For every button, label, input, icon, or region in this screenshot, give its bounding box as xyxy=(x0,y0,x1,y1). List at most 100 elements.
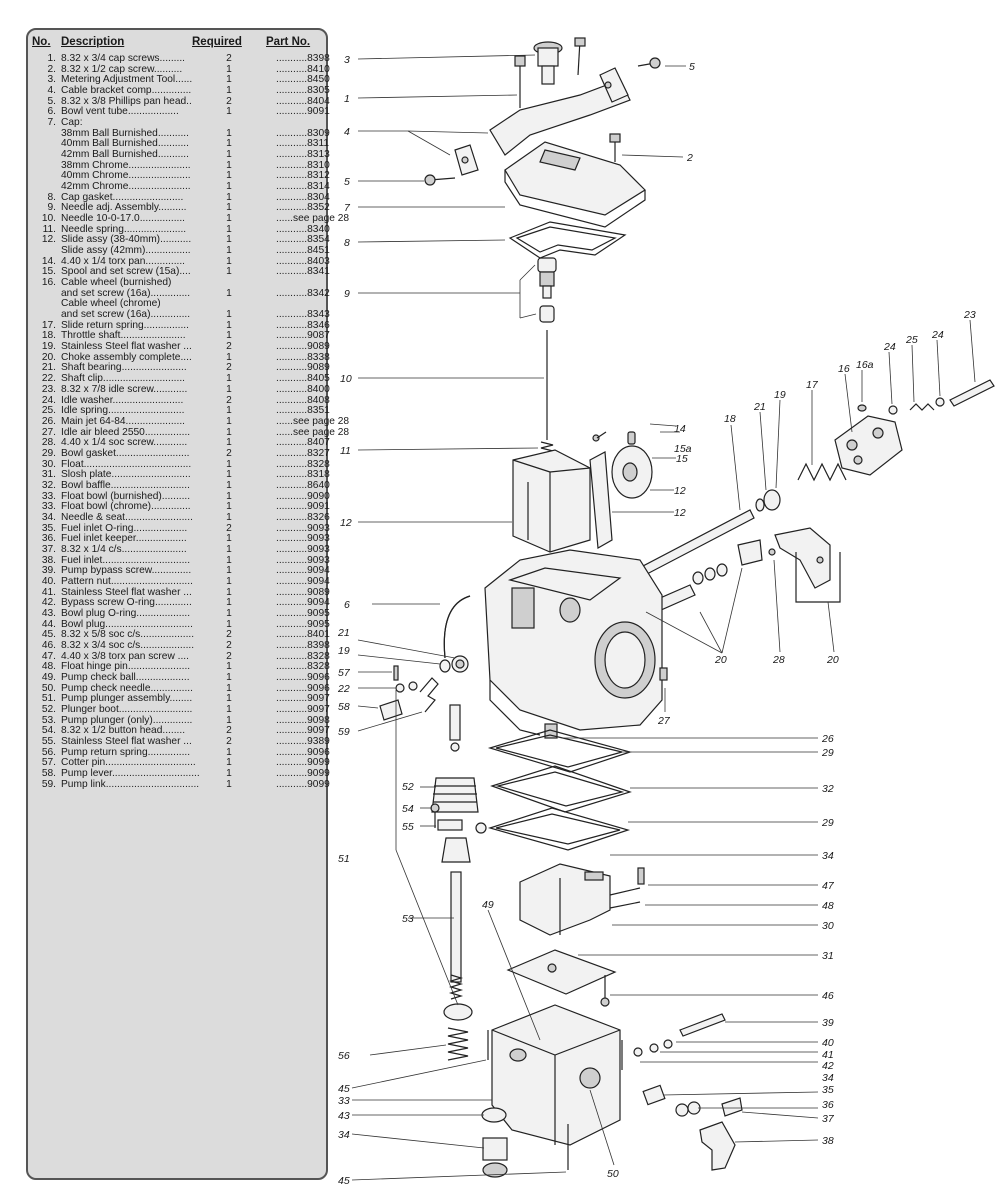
parts-list-row: 41.Stainless Steel flat washer ...1.....… xyxy=(32,587,330,599)
callout-label: 3 xyxy=(344,54,350,66)
part-description: Pump check ball................... xyxy=(61,671,190,683)
part-description: 4.40 x 3/8 torx pan screw .... xyxy=(61,650,189,662)
exploded-diagram: 3 5 1 4 2 5 7 8 9 23 24 24 25 16a 16 17 … xyxy=(337,37,995,1187)
part-description: 8.32 x 3/4 soc c/s................... xyxy=(61,639,195,651)
part-number-index: 58. xyxy=(41,768,56,780)
part-description: Slide assy (38-40mm)........... xyxy=(61,234,192,246)
part-quantity: 2 xyxy=(226,394,232,406)
part-number: ...........9099 xyxy=(276,757,330,769)
parts-list-row: 46. 8.32 x 3/4 soc c/s...................… xyxy=(32,639,330,652)
part-number-index: 1. xyxy=(47,53,57,64)
part-description: Bowl baffle............................ xyxy=(61,479,190,491)
part-quantity: 2 xyxy=(226,639,232,651)
part-quantity: 1 xyxy=(226,405,232,417)
part-description: Cable bracket comp.............. xyxy=(61,85,192,97)
bowl-plug xyxy=(481,1107,569,1178)
part-quantity: 1 xyxy=(226,85,232,97)
part-quantity: 2 xyxy=(226,341,232,353)
callout-label: 7 xyxy=(344,202,351,214)
part-number: ...........9089 xyxy=(276,362,330,374)
header-part-no: Part No. xyxy=(266,36,311,48)
fuel-inlet-parts xyxy=(633,1013,743,1171)
part-number-index: 59. xyxy=(41,778,56,790)
part-quantity: 1 xyxy=(226,415,232,427)
part-description: Fuel inlet keeper.................. xyxy=(61,533,187,545)
shaft-bearing-washer xyxy=(439,655,469,673)
part-number-index: 33. xyxy=(41,490,56,502)
part-number-index: 24. xyxy=(41,394,56,406)
callout-label: 46 xyxy=(822,990,834,1002)
part-description: 4.40 x 1/4 soc screw............ xyxy=(61,437,188,449)
part-description: Pump plunger (only).............. xyxy=(61,714,193,726)
part-description: Float hinge pin...................... xyxy=(61,661,191,673)
parts-list-row: 48.Float hinge pin......................… xyxy=(32,661,330,673)
part-quantity: 1 xyxy=(226,618,232,630)
parts-list-row: 25.Idle spring..........................… xyxy=(32,405,330,417)
part-description: Fuel inlet O-ring................... xyxy=(61,522,188,534)
part-number-index: 2. xyxy=(47,63,57,75)
part-description: Float...................................… xyxy=(61,458,192,470)
part-description: 38mm Ball Burnished........... xyxy=(61,127,189,139)
part-number-index: 37. xyxy=(41,543,56,555)
part-description: Needle 10-0-17.0................ xyxy=(61,213,186,225)
part-quantity: 1 xyxy=(226,351,232,363)
parts-list-row: 42mm Ball Burnished...........1.........… xyxy=(32,149,330,161)
part-number: ...........8327 xyxy=(276,447,330,459)
part-quantity: 2 xyxy=(226,522,232,534)
part-number: ...........9094 xyxy=(276,597,330,609)
parts-list-row: 33.Float bowl (burnished)..........1....… xyxy=(32,490,330,503)
part-description: 8.32 x 3/8 Phillips pan head.. xyxy=(61,95,192,107)
callout-label: 34 xyxy=(822,850,834,862)
part-description: Slosh plate............................ xyxy=(61,469,191,481)
part-description: Choke assembly complete.... xyxy=(61,351,192,363)
part-description: Stainless Steel flat washer ... xyxy=(61,736,192,747)
callout-label: 35 xyxy=(822,1084,834,1096)
part-number: ...........8314 xyxy=(276,181,330,193)
bowl-gaskets-baffle xyxy=(487,729,633,851)
part-description: 42mm Ball Burnished........... xyxy=(61,149,189,161)
part-number: ...........9096 xyxy=(276,671,330,683)
parts-list-row: 1.8.32 x 3/4 cap screws.........2.......… xyxy=(32,53,330,65)
carburetor-body xyxy=(484,549,663,739)
parts-list-row: 30.Float................................… xyxy=(32,458,330,471)
parts-list-row: 52.Plunger boot.........................… xyxy=(32,704,330,716)
parts-list-row: 23.8.32 x 7/8 idle screw............1...… xyxy=(32,384,330,396)
part-number-index: 54. xyxy=(41,725,56,737)
part-description: Idle air bleed 2550................ xyxy=(61,426,191,438)
callout-label: 31 xyxy=(822,950,834,962)
pump-plunger-assembly xyxy=(430,704,487,1061)
parts-list-row: 56.Pump return spring...............1...… xyxy=(32,747,330,759)
part-quantity: 1 xyxy=(226,693,232,705)
callout-label: 24 xyxy=(931,329,944,341)
callout-label: 16a xyxy=(856,359,874,371)
callout-label: 39 xyxy=(822,1017,834,1029)
parts-list-header: No. Description Required Part No. xyxy=(32,36,322,52)
part-number-index: 12. xyxy=(41,234,56,246)
part-quantity: 1 xyxy=(226,255,232,267)
part-quantity: 1 xyxy=(226,490,232,502)
part-number: ...........8640 xyxy=(276,479,330,491)
part-quantity: 1 xyxy=(226,149,232,161)
part-number: ...........9094 xyxy=(276,565,330,577)
part-description: 8.32 x 1/4 c/s....................... xyxy=(61,543,187,555)
part-quantity: 1 xyxy=(226,479,232,491)
part-number-index: 34. xyxy=(41,511,56,523)
cap-screws xyxy=(424,37,661,186)
parts-list-rows: 1.8.32 x 3/4 cap screws.........2.......… xyxy=(32,53,349,790)
callout-label: 12 xyxy=(340,517,352,529)
callout-label: 28 xyxy=(772,654,785,666)
parts-list-row: 38.Fuel inlet...........................… xyxy=(32,555,330,567)
parts-list-row: 31.Slosh plate..........................… xyxy=(32,469,330,481)
parts-list-row: 10.Needle 10-0-17.0................1....… xyxy=(32,213,349,225)
part-quantity: 1 xyxy=(226,437,232,449)
callout-label: 20 xyxy=(826,654,839,666)
part-quantity: 1 xyxy=(226,671,232,683)
callout-label: 5 xyxy=(344,176,350,188)
part-number-index: 33. xyxy=(41,501,56,513)
part-number-index: 28. xyxy=(41,437,56,449)
part-description: Bowl plug O-ring................... xyxy=(61,607,191,619)
part-number-index: 46. xyxy=(41,639,56,651)
parts-list-row: 49.Pump check ball...................1..… xyxy=(32,671,330,684)
callout-label: 2 xyxy=(686,152,693,164)
parts-list-row: 35.Fuel inlet O-ring...................2… xyxy=(32,522,330,535)
